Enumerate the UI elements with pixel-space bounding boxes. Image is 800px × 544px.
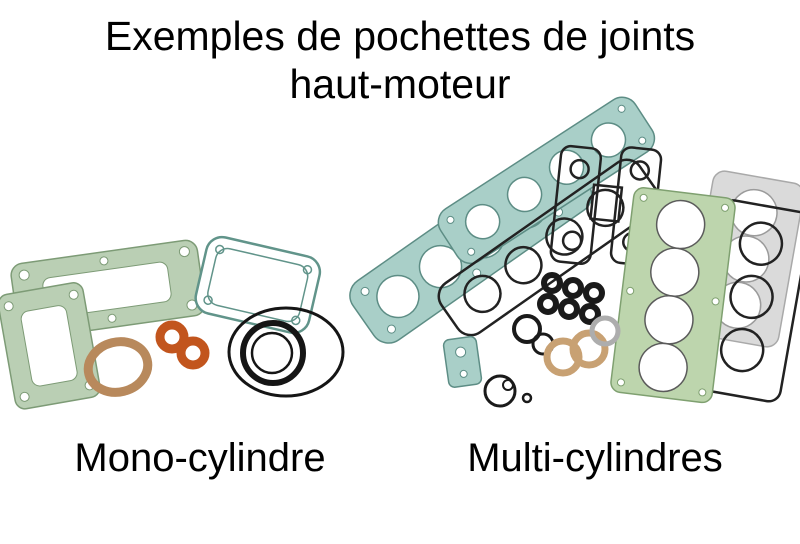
mono-cylinder-gasket-group (0, 235, 345, 410)
caption-mono-cylindre: Mono-cylindre (74, 436, 326, 480)
teal-base-gasket-upper (437, 96, 656, 265)
caption-multi-cylindres: Multi-cylindres (467, 436, 723, 480)
large-o-ring (227, 306, 345, 398)
gray-ring (589, 315, 621, 347)
teal-outline-cover-gasket (194, 235, 322, 335)
orange-seal-2 (176, 336, 210, 370)
green-side-gasket (0, 282, 101, 410)
orange-seal-1 (155, 320, 189, 354)
page-title: Exemples de pochettes de joints haut-mot… (0, 12, 800, 109)
green-head-gasket (610, 187, 736, 404)
title-line-2: haut-moteur (289, 61, 511, 108)
copper-ring (83, 337, 153, 397)
multi-cylinder-gasket-group (349, 96, 800, 408)
title-line-1: Exemples de pochettes de joints (104, 13, 696, 59)
black-seal-with-pip (483, 374, 533, 408)
o-ring-1 (512, 314, 542, 344)
small-o-ring (250, 331, 294, 375)
medium-o-ring (240, 320, 306, 386)
valve-stem-seals (537, 272, 605, 325)
copper-washer-2 (569, 329, 609, 369)
small-teal-gasket (442, 335, 483, 388)
